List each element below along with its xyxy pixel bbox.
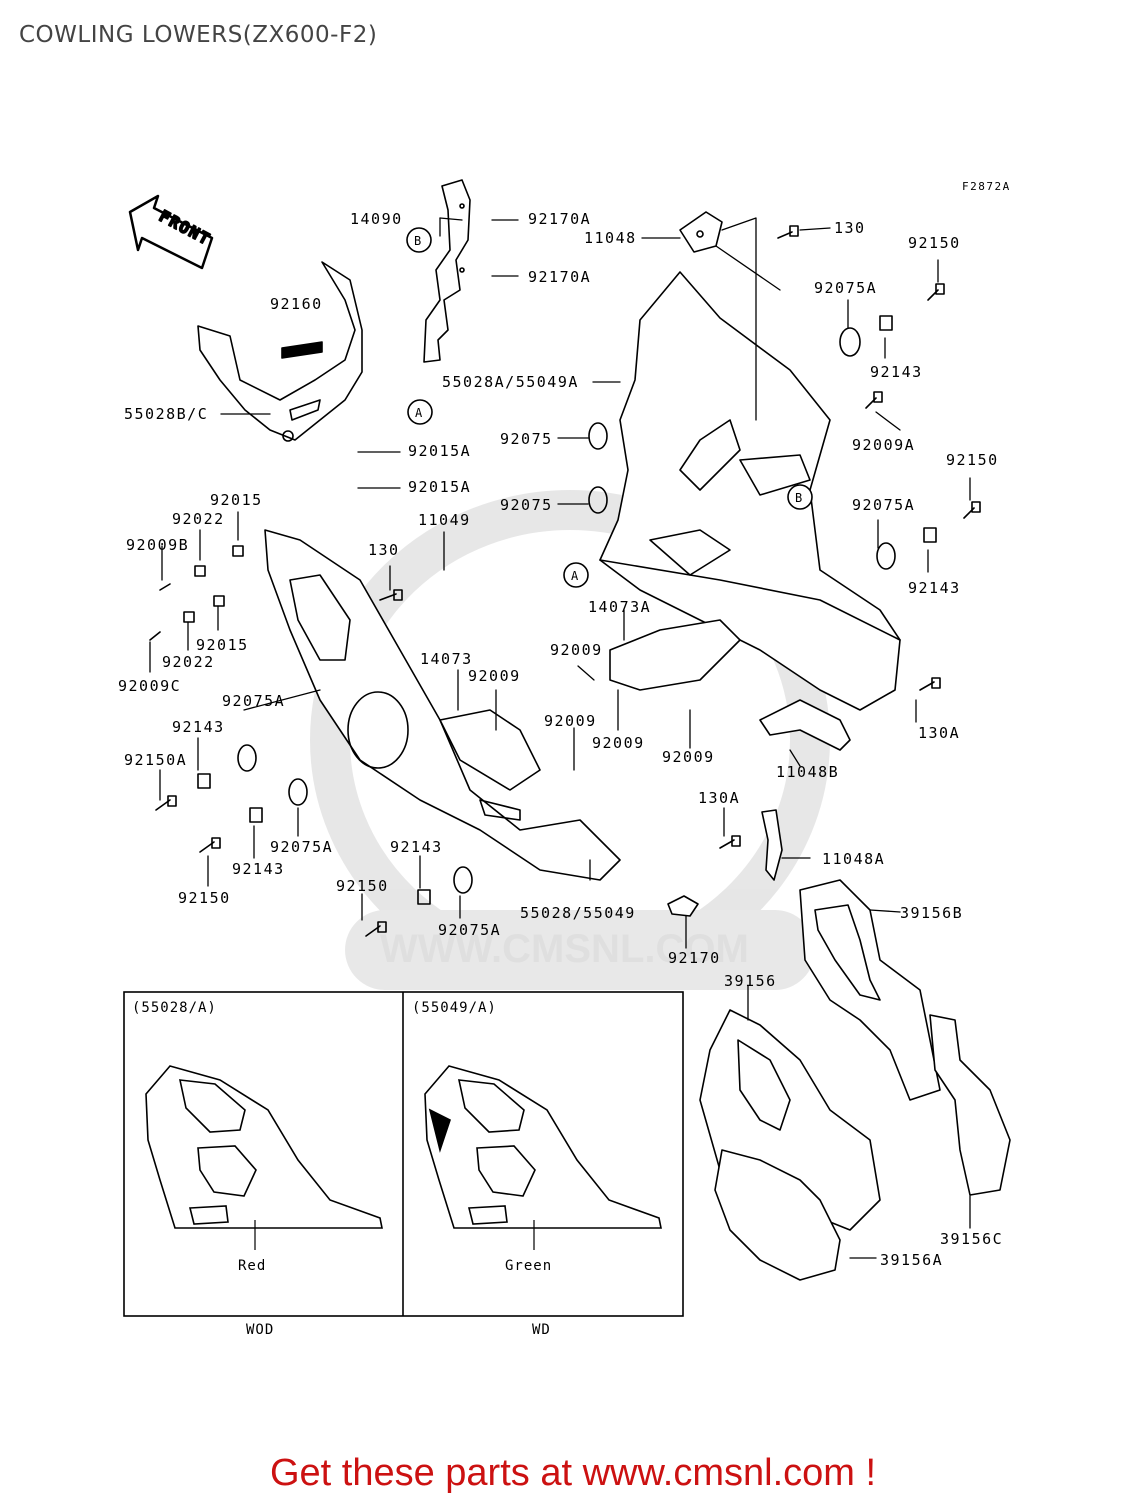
bracket-11048A: [761, 809, 783, 881]
variant-header-red: (55028/A): [132, 1000, 217, 1016]
ref-letter: B: [414, 234, 423, 248]
variant-labels: (55028/A) (55049/A) Red Green WOD WD: [132, 1000, 552, 1338]
pad-39156C: [929, 1014, 1011, 1196]
middle-cowl: [599, 271, 901, 711]
part-label: 92150: [946, 451, 999, 469]
part-label: 92143: [390, 838, 443, 856]
part-label: 92015: [196, 636, 249, 654]
leader-lines: [149, 217, 971, 1259]
ref-letter: A: [571, 569, 580, 583]
variant-color-green: Green: [505, 1258, 552, 1274]
ref-circles: [406, 227, 813, 588]
part-label: 92170A: [528, 210, 591, 228]
part-label: 11048: [584, 229, 637, 247]
part-label: 92009: [550, 641, 603, 659]
part-label: 39156C: [940, 1230, 1003, 1248]
part-label: 39156B: [900, 904, 963, 922]
front-arrow-icon: FRONT: [128, 194, 215, 270]
part-label: 92009C: [118, 677, 181, 695]
part-label: 130: [834, 219, 866, 237]
part-label: 92143: [232, 860, 285, 878]
part-label: 130A: [918, 724, 960, 742]
part-label: 92075A: [814, 279, 877, 297]
part-label: 92015A: [408, 478, 471, 496]
variant-panel: [123, 991, 684, 1317]
part-labels: F2872A 14090 92170A 92170A 11048 130 921…: [118, 180, 1011, 1269]
part-label: 92143: [908, 579, 961, 597]
promo-link[interactable]: Get these parts at www.cmsnl.com !: [269, 1452, 877, 1494]
part-label: 11048B: [776, 763, 839, 781]
pad-39156A: [714, 1149, 841, 1281]
ref-letters: A B A B: [414, 234, 804, 583]
part-label: 92150A: [124, 751, 187, 769]
grommet-icons: [237, 327, 896, 894]
variant-header-green: (55049/A): [412, 1000, 497, 1016]
part-label: 92075: [500, 496, 553, 514]
part-label: 92009A: [852, 436, 915, 454]
part-label: 39156A: [880, 1251, 943, 1269]
part-label: 14073A: [588, 598, 651, 616]
ref-letter: B: [795, 491, 804, 505]
inner-panel-14073: [439, 619, 741, 791]
bolt-icons: [149, 225, 981, 937]
variant-code-red: WOD: [246, 1322, 274, 1338]
part-label: 92075A: [222, 692, 285, 710]
part-label: 130A: [698, 789, 740, 807]
part-label: 130: [368, 541, 400, 559]
part-label: 92150: [178, 889, 231, 907]
part-label: 92170A: [528, 268, 591, 286]
part-label: 92015A: [408, 442, 471, 460]
part-label: 11049: [418, 511, 471, 529]
part-label: 92150: [908, 234, 961, 252]
part-label: 92170: [668, 949, 721, 967]
part-label: 92160: [270, 295, 323, 313]
part-label: 39156: [724, 972, 777, 990]
watermark-logo: WWW.CMSNL.COM: [310, 490, 830, 990]
clip-92170: [667, 895, 699, 917]
part-label: 14090: [350, 210, 403, 228]
variant-cowl-green: [424, 1065, 662, 1229]
part-label: 92009: [544, 712, 597, 730]
bracket-11048: [679, 211, 723, 253]
part-label: 92009: [592, 734, 645, 752]
part-label: 92075A: [270, 838, 333, 856]
part-label: 92143: [870, 363, 923, 381]
part-label: 92075A: [438, 921, 501, 939]
part-label: 92022: [172, 510, 225, 528]
part-label: 92075: [500, 430, 553, 448]
part-label: 92009B: [126, 536, 189, 554]
watermark-text: WWW.CMSNL.COM: [380, 927, 749, 971]
part-label: 14073: [420, 650, 473, 668]
part-label: 92015: [210, 491, 263, 509]
bracket-14090: [423, 179, 471, 363]
part-label: 55028B/C: [124, 405, 208, 423]
page-title: COWLING LOWERS(ZX600-F2): [19, 22, 378, 48]
variant-code-green: WD: [532, 1322, 551, 1338]
part-label: 92150: [336, 877, 389, 895]
part-label: 55028/55049: [520, 904, 636, 922]
lower-cowl: [264, 529, 621, 881]
part-label: 55028A/55049A: [442, 373, 579, 391]
part-label: 92022: [162, 653, 215, 671]
collar-icons: [197, 315, 937, 905]
part-label: 92009: [662, 748, 715, 766]
part-label: F2872A: [962, 180, 1011, 193]
inner-upper-cowl: [197, 261, 363, 442]
part-label: 92075A: [852, 496, 915, 514]
ref-letter: A: [415, 406, 424, 420]
part-label: 11048A: [822, 850, 885, 868]
part-label: 92009: [468, 667, 521, 685]
variant-cowl-red: [145, 1065, 383, 1229]
part-label: 92143: [172, 718, 225, 736]
bracket-11048B: [759, 699, 851, 751]
variant-color-red: Red: [238, 1258, 266, 1274]
